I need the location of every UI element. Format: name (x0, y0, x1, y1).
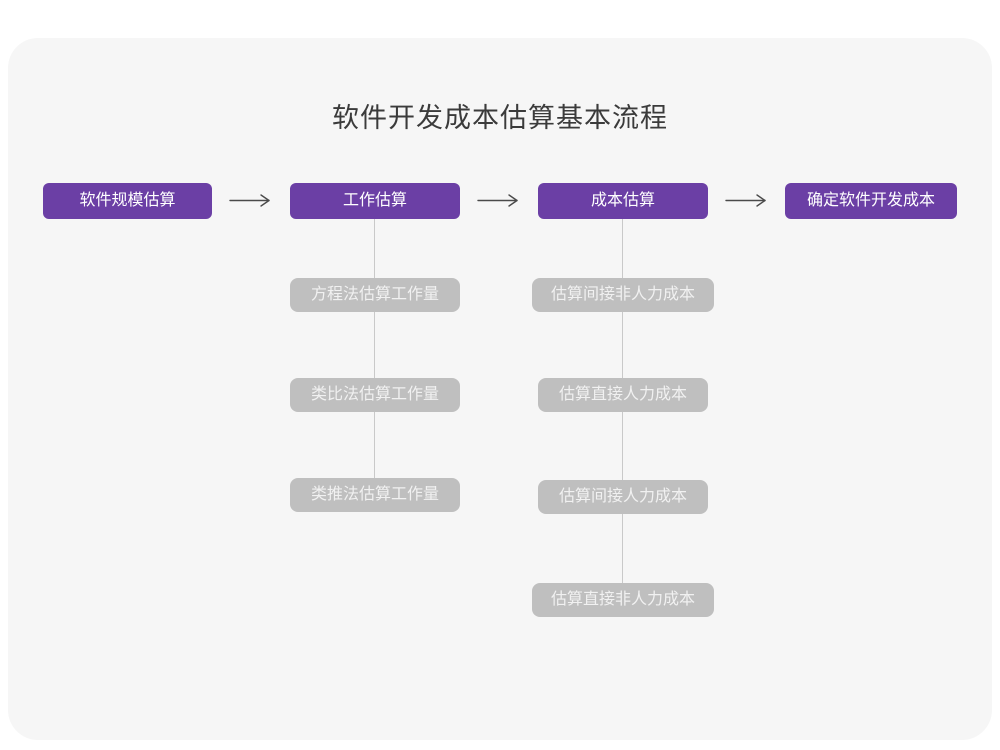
substep-box-analogy-method: 类比法估算工作量 (290, 378, 460, 412)
stage-box-software-scale-estimation: 软件规模估算 (43, 183, 212, 219)
connector-line-work-estimation (374, 219, 375, 491)
diagram-title: 软件开发成本估算基本流程 (332, 103, 668, 133)
substep-box-direct-labor-cost: 估算直接人力成本 (538, 378, 708, 412)
diagram-card (8, 38, 992, 740)
substep-box-direct-nonlabor-cost: 估算直接非人力成本 (532, 583, 714, 617)
substep-box-equation-method: 方程法估算工作量 (290, 278, 460, 312)
stage-box-determine-dev-cost: 确定软件开发成本 (785, 183, 957, 219)
right-arrow-icon (477, 194, 518, 207)
substep-box-indirect-labor-cost: 估算间接人力成本 (538, 480, 708, 514)
right-arrow-icon (229, 194, 270, 207)
stage-box-work-estimation: 工作估算 (290, 183, 460, 219)
right-arrow-icon (725, 194, 766, 207)
stage-box-cost-estimation: 成本估算 (538, 183, 708, 219)
substep-box-extrapolation-method: 类推法估算工作量 (290, 478, 460, 512)
substep-box-indirect-nonlabor-cost: 估算间接非人力成本 (532, 278, 714, 312)
